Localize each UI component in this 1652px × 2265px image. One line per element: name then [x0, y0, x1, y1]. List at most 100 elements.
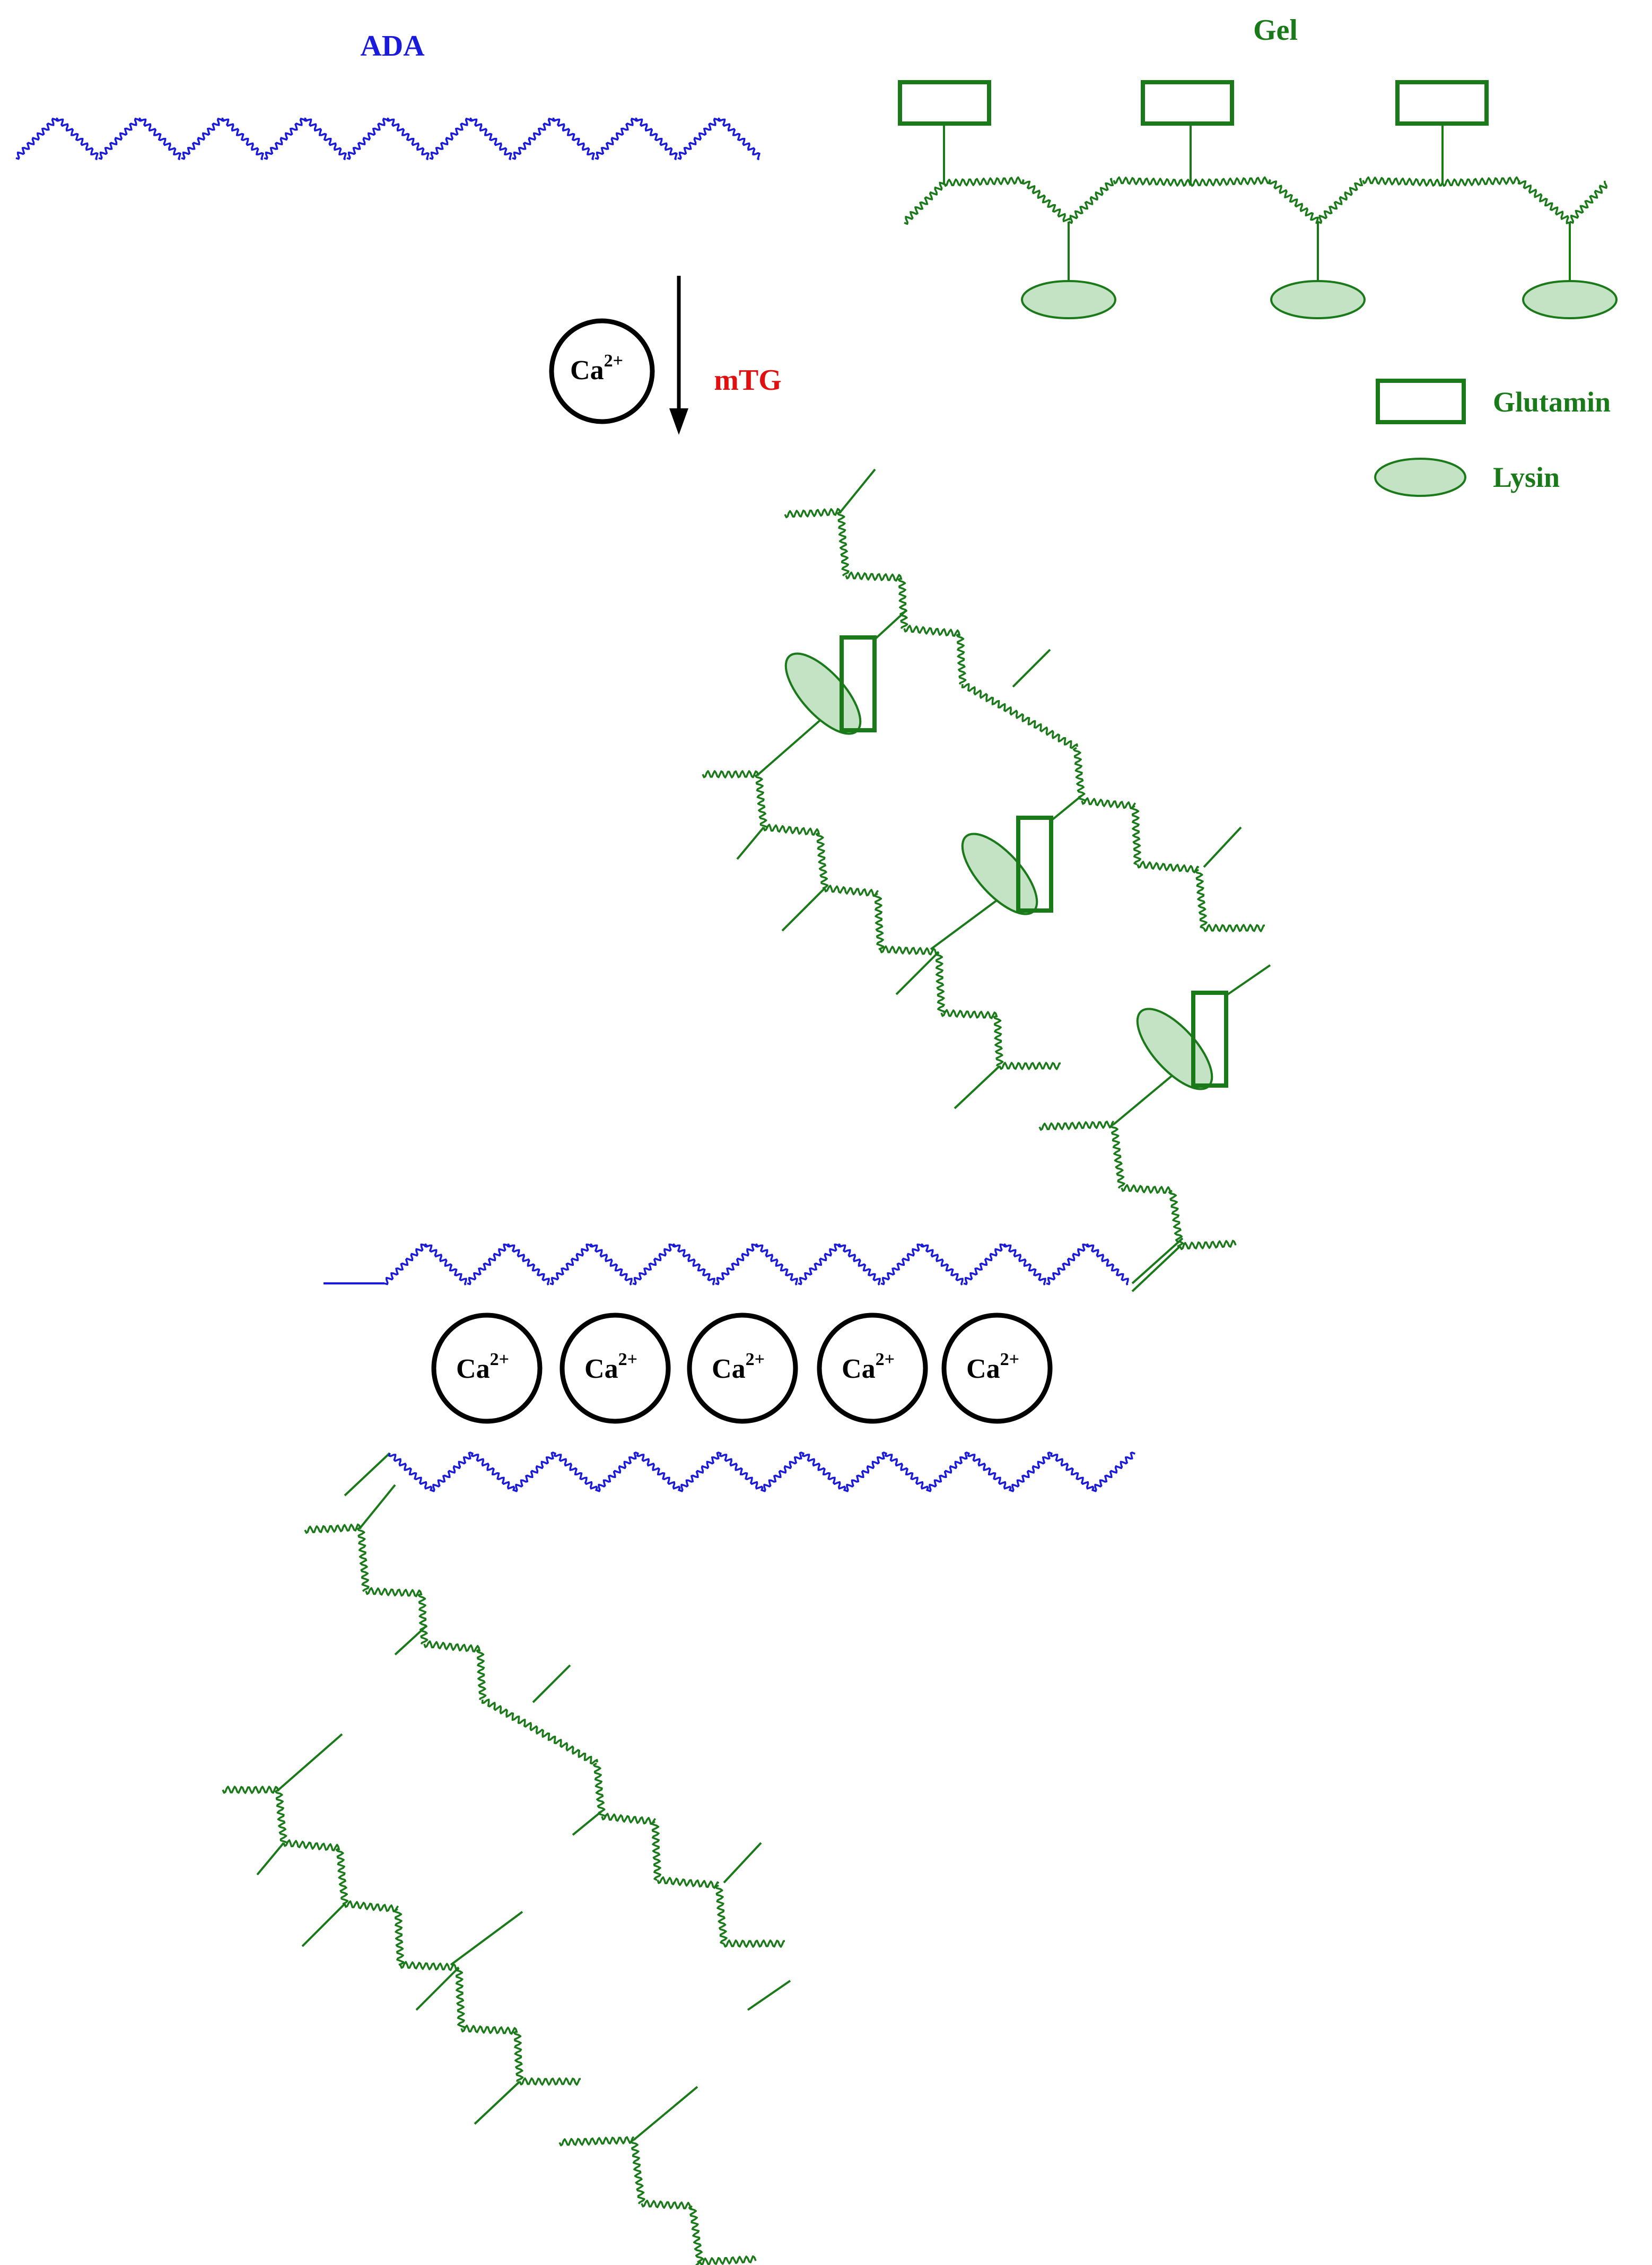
mtg-label: mTG	[714, 364, 782, 397]
ada-segment	[967, 1453, 1012, 1491]
ada-segment	[513, 1451, 556, 1492]
ada-segment	[1010, 1451, 1053, 1492]
gel-network-chain	[592, 1762, 606, 1817]
crosslink-bond	[781, 887, 826, 932]
crosslink-bond	[277, 1733, 343, 1791]
gel-backbone-segment	[1190, 176, 1271, 187]
ada-chain	[15, 117, 761, 161]
crosslink-bond	[930, 895, 1003, 950]
gel-network-chain	[845, 571, 903, 582]
gel-network-chain	[274, 1789, 287, 1844]
gel-network-chain	[934, 951, 945, 1013]
ada-segment	[1050, 1453, 1095, 1491]
ada-segment	[98, 118, 143, 160]
gel-network-chain	[1137, 861, 1200, 873]
glutamin-crosslink	[1191, 991, 1228, 1088]
calcium-ion-charge: 2+	[746, 1350, 765, 1369]
calcium-ion-charge: 2+	[604, 351, 623, 371]
ada-segment	[717, 117, 761, 161]
calcium-ion-charge: 2+	[876, 1350, 895, 1369]
gel-network-chain	[304, 1523, 362, 1534]
ada-segment	[264, 118, 308, 160]
gel-network-chain	[961, 683, 1078, 749]
svg-text:Ca2+: Ca2+	[570, 351, 623, 386]
gel-network-chain	[903, 625, 961, 637]
ada-chain-complex-upper	[324, 1237, 1184, 1286]
ada-segment	[798, 1243, 842, 1285]
gel-network-chain	[335, 1847, 349, 1905]
crosslink-bond	[532, 1664, 571, 1703]
ada-segment	[512, 118, 556, 160]
calcium-ion-reactant: Ca2+	[549, 318, 655, 424]
gel-network-chain	[423, 1640, 481, 1652]
gel-network-chain	[1131, 805, 1141, 865]
crosslink-bond	[695, 2261, 701, 2265]
crosslink-bond	[301, 1903, 346, 1947]
gel-network-chain	[630, 2139, 645, 2205]
glutamin-shape	[898, 80, 991, 126]
gel-network-chain	[1072, 747, 1086, 802]
calcium-ion-text: Ca2+	[966, 1350, 1019, 1384]
calcium-ion-text: Ca2+	[584, 1350, 637, 1384]
ada-segment	[15, 118, 60, 160]
calcium-ion-symbol: Ca	[966, 1354, 1000, 1384]
gel-network-chain	[714, 1884, 728, 1945]
calcium-ion-circle	[817, 1313, 928, 1424]
gel-network-chain	[460, 2024, 518, 2035]
ada-segment	[844, 1451, 887, 1492]
gel-network-chain	[283, 1839, 340, 1851]
gel-network-chain	[993, 1015, 1004, 1066]
ada-segment	[429, 118, 474, 160]
legend-lysin-label: Lysin	[1493, 461, 1560, 493]
ada-label: ADA	[360, 30, 425, 63]
gel-network-chain	[897, 577, 908, 629]
crosslink-bond	[840, 468, 876, 513]
gelatin-network-lower	[222, 635, 1228, 2265]
crosslink-bond	[723, 1842, 762, 1884]
calcium-ion-text: Ca2+	[842, 1350, 895, 1384]
glutamin-shape	[1141, 80, 1234, 126]
ada-segment	[506, 1243, 550, 1286]
gel-network-chain	[356, 1526, 370, 1592]
calcium-ion-circle	[941, 1313, 1053, 1424]
gel-network-chain	[657, 1876, 720, 1889]
calcium-ion-charge: 2+	[618, 1350, 637, 1369]
gel-network-chain	[699, 2255, 757, 2265]
gel-backbone-segment	[1317, 178, 1363, 224]
ada-segment	[181, 118, 225, 160]
ada-segment	[384, 1243, 428, 1285]
gel-chain	[898, 80, 1618, 319]
gel-network-chain	[784, 508, 842, 519]
crosslink-bond	[256, 1842, 285, 1876]
crosslink-bond	[757, 718, 823, 775]
crosslink-bond	[474, 2080, 521, 2125]
calcium-ion-charge: 2+	[490, 1350, 509, 1369]
crosslink-bond	[1227, 964, 1271, 995]
gel-network-chain	[999, 1062, 1061, 1070]
reaction-arrow	[669, 276, 688, 435]
ada-segment	[138, 117, 181, 161]
crosslink-bond	[874, 609, 908, 640]
legend-lysin-swatch	[1374, 458, 1466, 497]
gel-network-chain	[454, 1966, 465, 2029]
calcium-ion-circle	[687, 1313, 798, 1424]
gel-network-chain	[641, 2199, 693, 2210]
gel-label: Gel	[1253, 14, 1298, 47]
crosslink-bond	[633, 2086, 698, 2141]
gel-network-chain	[365, 1587, 423, 1597]
gel-network-chain	[879, 945, 940, 956]
ada-segment	[634, 117, 678, 161]
crosslink-bond	[360, 1484, 396, 1528]
crosslink-bond	[415, 1966, 460, 2011]
gel-network-chain	[1194, 869, 1208, 929]
ada-segment	[801, 1453, 846, 1491]
ada-segment	[837, 1243, 881, 1286]
ada-gel-link	[1131, 1237, 1184, 1284]
ada-segment	[677, 118, 722, 160]
lysin-shape	[1270, 280, 1366, 319]
gel-network-chain	[513, 2030, 524, 2082]
gel-network-chain	[873, 893, 885, 950]
crosslink-bond	[1131, 1245, 1181, 1292]
ada-segment	[303, 117, 347, 161]
ada-segment	[1046, 1243, 1090, 1285]
